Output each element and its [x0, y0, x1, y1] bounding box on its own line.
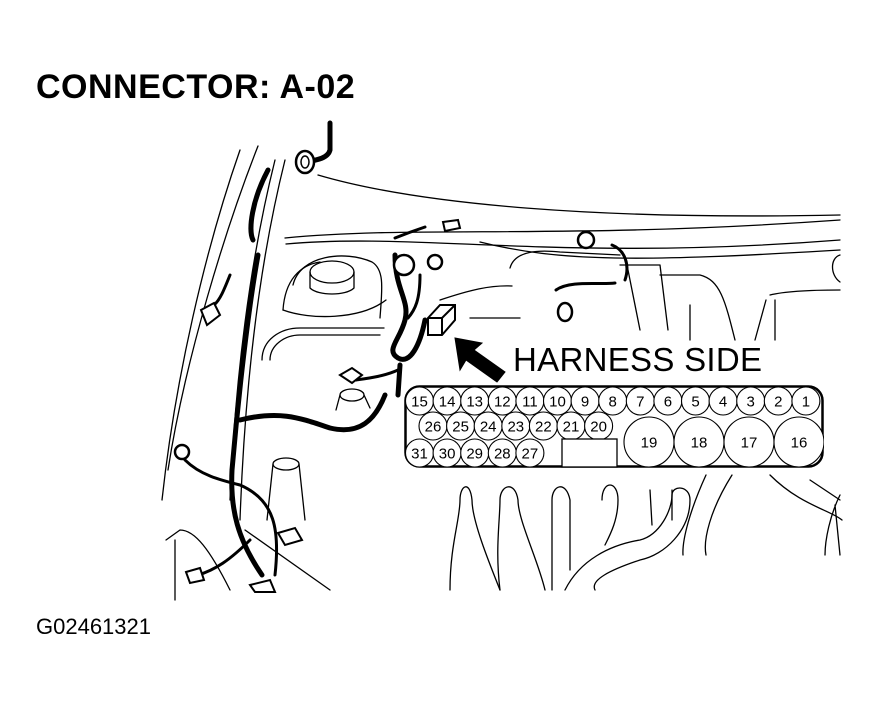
svg-text:21: 21 [563, 418, 580, 435]
svg-text:25: 25 [452, 418, 469, 435]
harness-side-label: HARNESS SIDE [513, 341, 763, 378]
svg-text:9: 9 [581, 393, 589, 410]
connector-pin-28: 28 [487, 438, 517, 468]
svg-text:20: 20 [590, 418, 607, 435]
svg-text:19: 19 [641, 434, 658, 451]
connector-pin-6: 6 [653, 386, 683, 416]
svg-text:14: 14 [439, 393, 456, 410]
svg-text:30: 30 [439, 445, 456, 462]
svg-text:4: 4 [719, 393, 727, 410]
connector-pin-12: 12 [487, 386, 517, 416]
svg-text:1: 1 [802, 393, 810, 410]
svg-text:13: 13 [466, 393, 483, 410]
connector-pin-4: 4 [708, 386, 738, 416]
harness-side-arrow-icon [454, 337, 506, 383]
connector-pin-14: 14 [432, 386, 462, 416]
connector-pin-20: 20 [584, 411, 614, 441]
connector-pin-31: 31 [404, 438, 435, 468]
svg-text:26: 26 [425, 418, 442, 435]
connector-pin-1: 1 [791, 386, 821, 416]
svg-text:10: 10 [549, 393, 566, 410]
connector-pin-17: 17 [723, 416, 775, 468]
connector-pin-16: 16 [773, 416, 824, 468]
connector-pin-29: 29 [460, 438, 490, 468]
connector-pin-11: 11 [515, 386, 545, 416]
pin-row-1: 15 14 13 12 11 10 9 8 7 6 5 4 3 2 1 [404, 386, 821, 416]
connector-pin-21: 21 [556, 411, 586, 441]
connector-pin-26: 26 [418, 411, 448, 441]
svg-text:17: 17 [741, 434, 758, 451]
svg-text:24: 24 [480, 418, 497, 435]
svg-text:29: 29 [466, 445, 483, 462]
svg-text:28: 28 [494, 445, 511, 462]
svg-text:5: 5 [691, 393, 699, 410]
svg-text:18: 18 [691, 434, 708, 451]
svg-text:23: 23 [507, 418, 524, 435]
connector-pin-3: 3 [736, 386, 766, 416]
connector-pin-23: 23 [501, 411, 531, 441]
connector-key-slot [561, 438, 618, 468]
connector-pin-24: 24 [473, 411, 503, 441]
connector-pin-5: 5 [680, 386, 711, 416]
connector-pin-8: 8 [598, 386, 628, 416]
svg-text:27: 27 [522, 445, 539, 462]
pin-row-2: 26 25 24 23 22 21 20 [418, 411, 614, 441]
connector-pin-13: 13 [460, 386, 490, 416]
connector-pin-25: 25 [446, 411, 476, 441]
pin-row-3: 31 30 29 28 27 [404, 438, 545, 468]
connector-pin-9: 9 [570, 386, 600, 416]
connector-pin-27: 27 [515, 438, 545, 468]
connector-pin-10: 10 [542, 386, 573, 416]
connector-pin-2: 2 [763, 386, 793, 416]
svg-text:15: 15 [411, 393, 428, 410]
svg-text:8: 8 [609, 393, 617, 410]
large-pin-row: 19 18 17 16 [623, 416, 824, 468]
svg-text:11: 11 [522, 393, 538, 410]
svg-text:31: 31 [411, 445, 428, 462]
svg-text:12: 12 [494, 393, 511, 410]
svg-text:22: 22 [535, 418, 552, 435]
svg-text:2: 2 [774, 393, 782, 410]
connector-pin-22: 22 [528, 411, 558, 441]
connector-pin-19: 19 [623, 416, 675, 468]
svg-text:3: 3 [747, 393, 755, 410]
connector-pin-30: 30 [432, 438, 462, 468]
connector-pin-18: 18 [673, 416, 725, 468]
connector-pin-15: 15 [404, 386, 435, 416]
connector-pin-7: 7 [625, 386, 655, 416]
svg-text:7: 7 [636, 393, 644, 410]
svg-text:6: 6 [664, 393, 672, 410]
svg-text:16: 16 [791, 434, 808, 451]
figure-id: G02461321 [36, 614, 151, 639]
diagram-title: CONNECTOR: A-02 [36, 68, 356, 106]
